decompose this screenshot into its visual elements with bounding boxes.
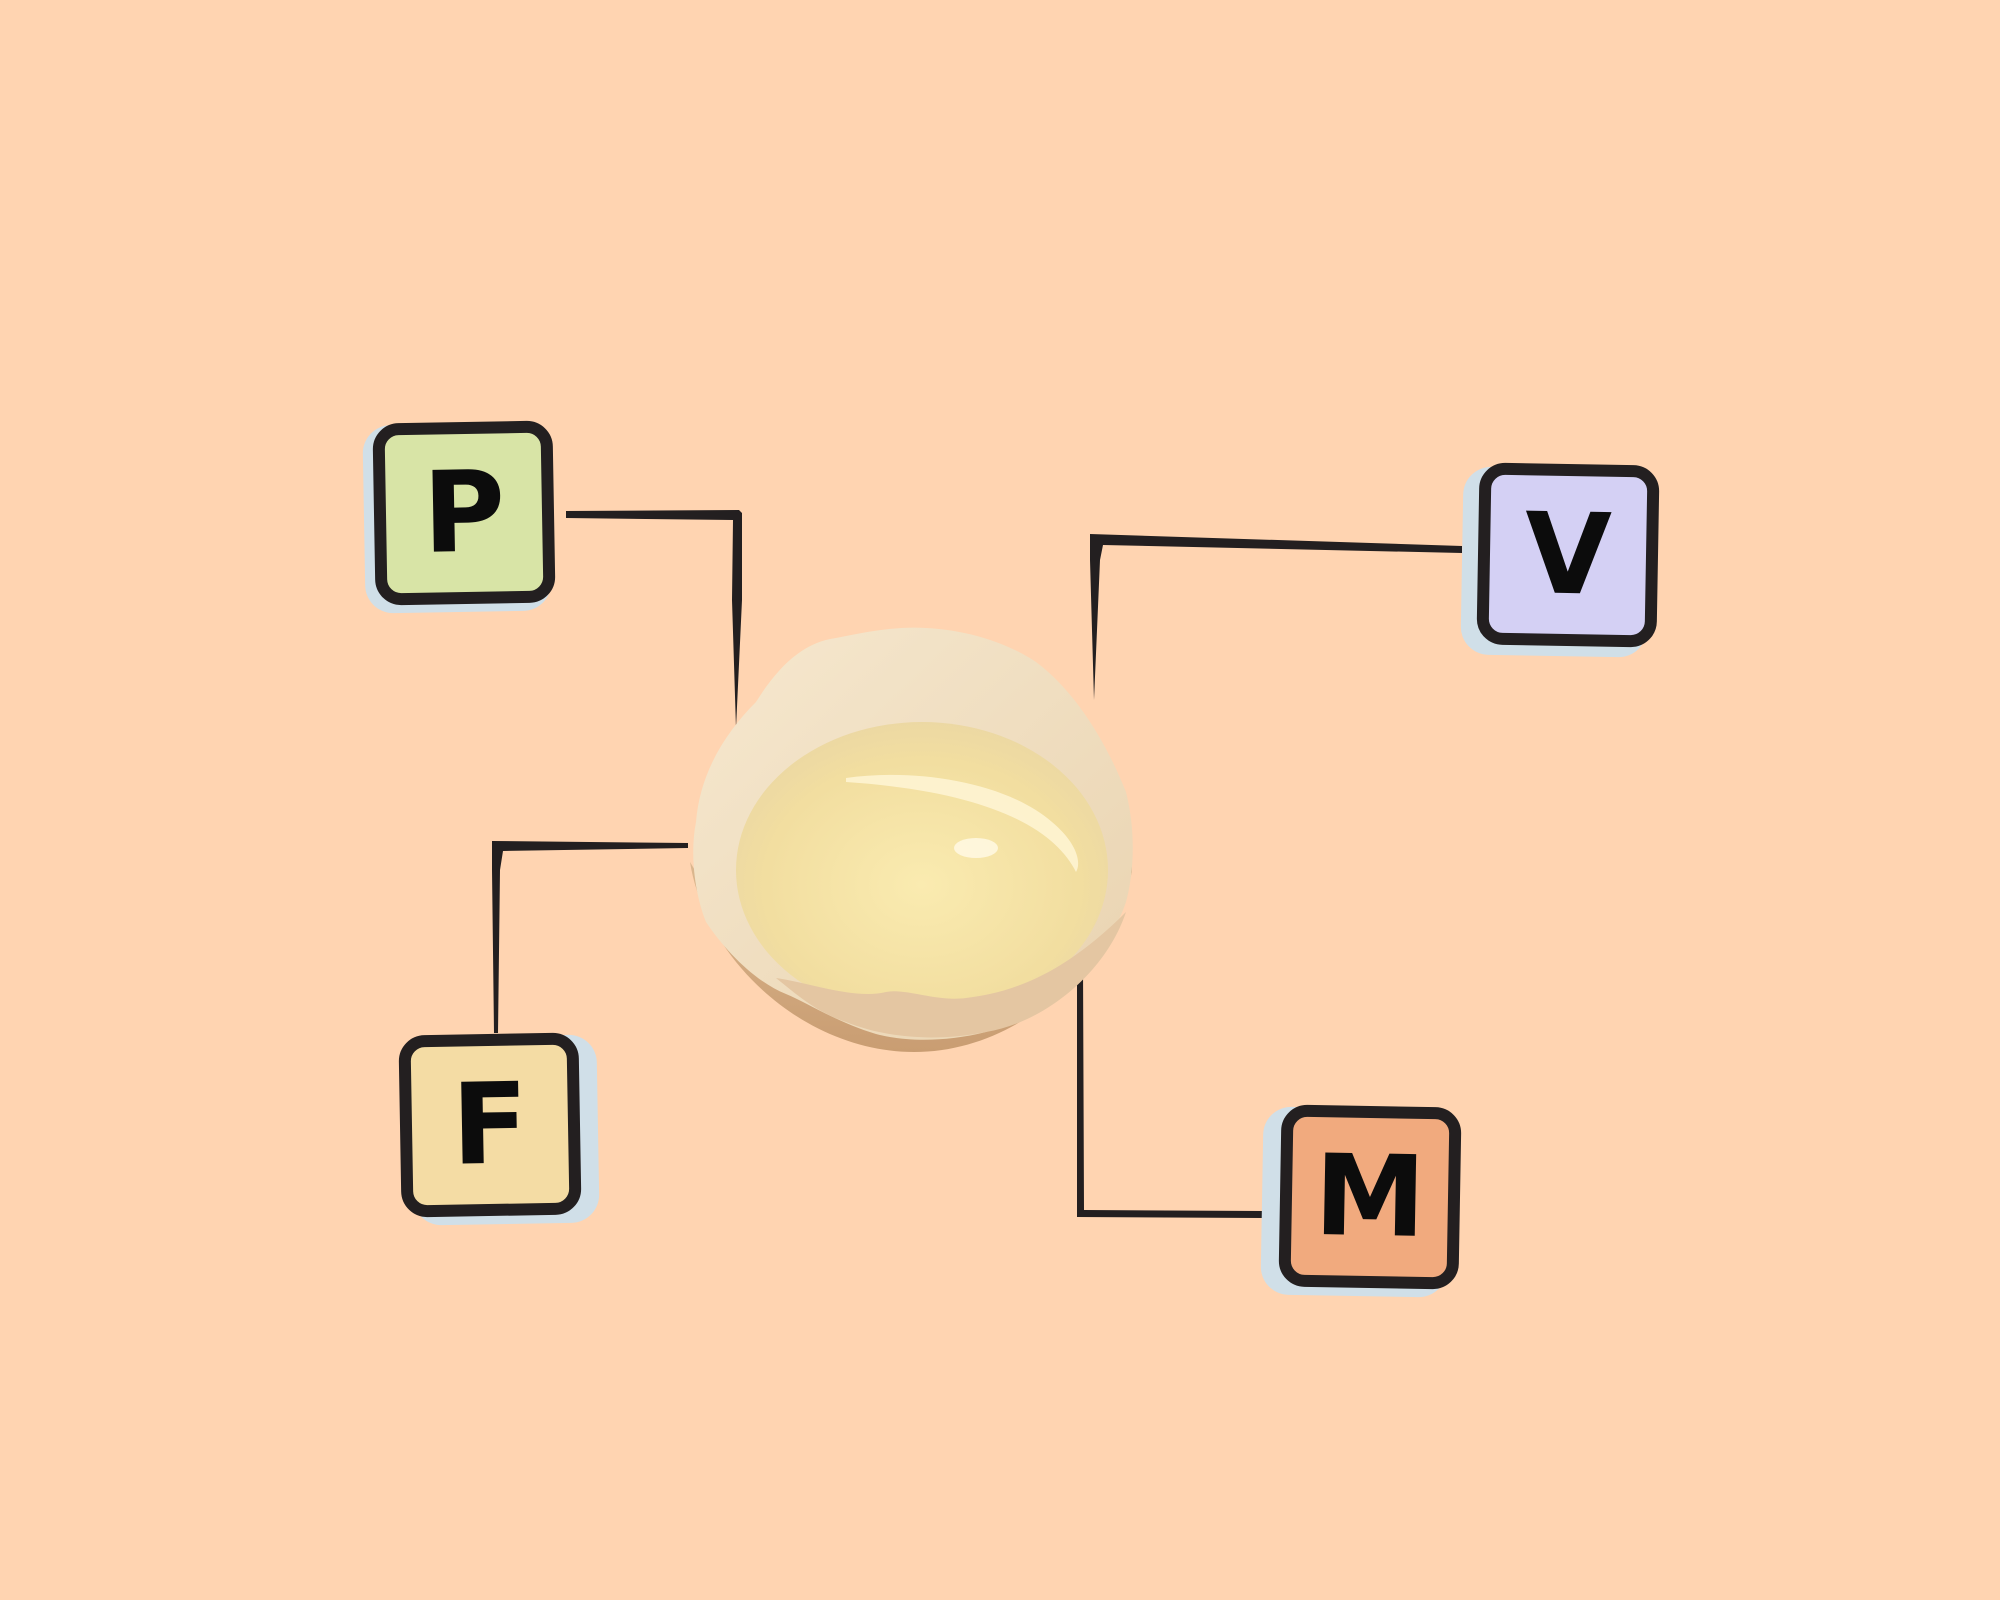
node-v[interactable]: V xyxy=(1476,462,1660,648)
connector-v xyxy=(1090,534,1462,700)
node-f-letter: F xyxy=(450,1059,530,1191)
node-f[interactable]: F xyxy=(398,1032,582,1218)
egg-shell-image xyxy=(690,627,1133,1052)
node-m[interactable]: M xyxy=(1278,1104,1462,1290)
connector-f xyxy=(492,841,688,1033)
node-p-letter: P xyxy=(421,447,507,579)
node-m-letter: M xyxy=(1313,1131,1427,1263)
node-v-letter: V xyxy=(1523,489,1613,621)
node-p[interactable]: P xyxy=(372,420,556,606)
